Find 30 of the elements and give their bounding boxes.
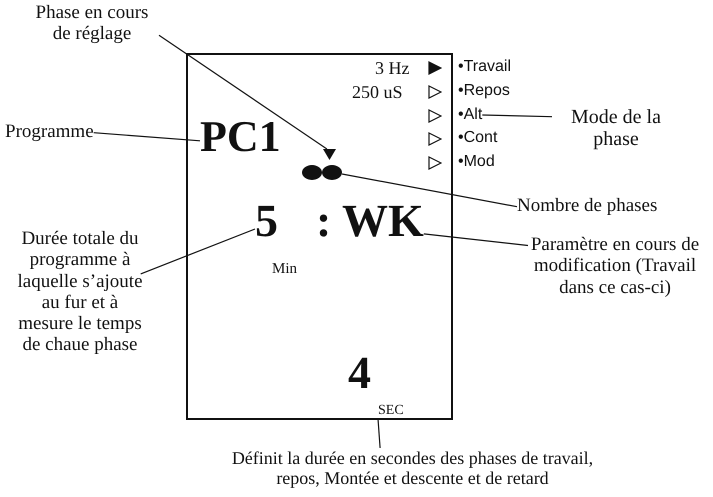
- leader-line: [342, 173, 518, 208]
- mode-option: •Alt: [458, 106, 482, 124]
- leader-line: [158, 34, 328, 150]
- phase-dots-icon: [302, 165, 342, 180]
- seconds-readout: 4: [348, 352, 371, 394]
- callout-text: Définit la durée en secondes des phases de travail, repos, Montée et descente et de retard: [210, 448, 615, 488]
- frequency-readout: 3 Hz: [375, 58, 410, 78]
- callout-text: Programme: [5, 121, 94, 142]
- mode-option: •Mod: [458, 153, 495, 171]
- callout-text: Nombre de phases: [517, 195, 658, 216]
- leader-line: [377, 418, 381, 448]
- mode-option: •Cont: [458, 129, 498, 147]
- leader-line: [94, 132, 200, 142]
- mode-option: •Repos: [458, 82, 510, 100]
- program-code: PC1: [200, 117, 281, 157]
- unit-label: Min: [272, 261, 298, 278]
- minutes-readout: 5: [255, 200, 278, 242]
- unit-label: SEC: [378, 403, 404, 419]
- leader-line: [424, 233, 528, 246]
- phase-marker-icon: [323, 149, 336, 160]
- leader-line: [140, 228, 256, 274]
- leader-line: [482, 114, 552, 118]
- callout-text: Mode de la phase: [552, 106, 680, 151]
- callout-text: Phase en cours de réglage: [25, 2, 159, 45]
- parameter-readout: : WK: [316, 200, 424, 242]
- callout-text: Durée totale du programme à laquelle s’ajoute au fur et à mesure le temps de chaue phase: [14, 228, 146, 356]
- display-screen: [186, 53, 453, 420]
- callout-text: Paramètre en cours de modification (Travail dans ce cas-ci): [528, 234, 702, 298]
- mode-option: •Travail: [458, 58, 512, 76]
- pulse-width-readout: 250 uS: [352, 82, 403, 102]
